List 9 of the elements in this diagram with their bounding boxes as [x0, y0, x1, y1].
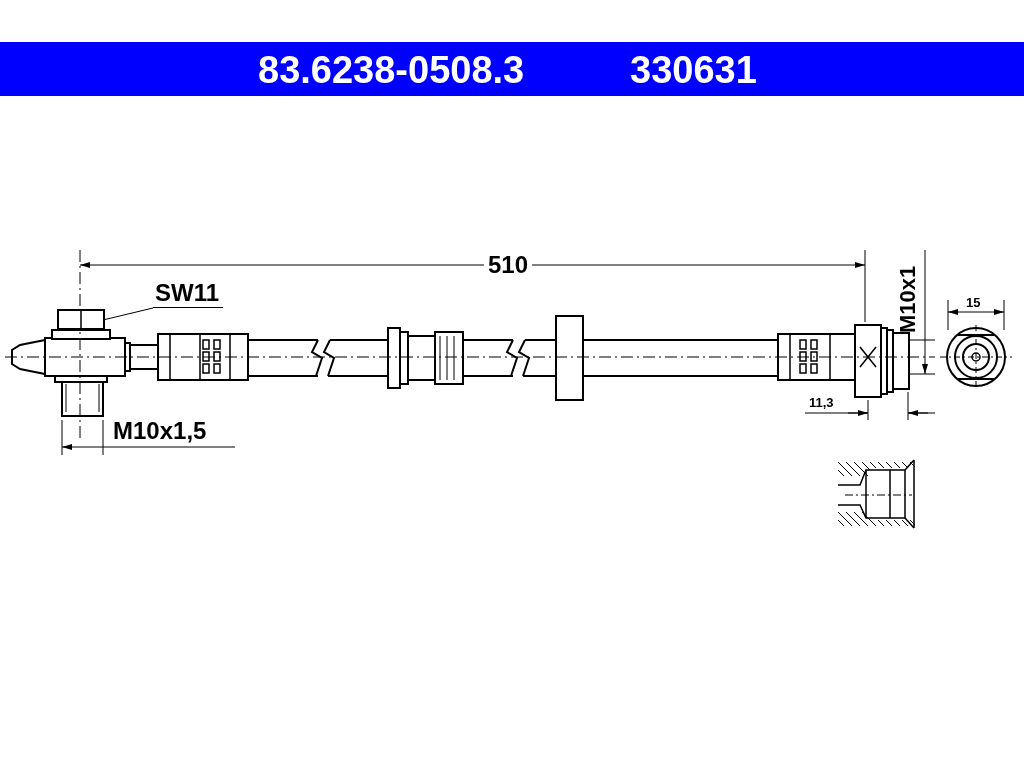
- part-number: 83.6238-0508.3: [258, 51, 525, 89]
- dimension-label: 11,3: [809, 396, 834, 409]
- thread-label: M10x1: [897, 265, 919, 333]
- hex-bolt-head: [57, 309, 105, 330]
- wrench-size-label: SW11: [153, 281, 224, 308]
- thread-label: M10x1,5: [113, 419, 207, 443]
- dimension-label: 15: [966, 296, 981, 309]
- part-number: 330631: [630, 51, 757, 89]
- leader-line: [104, 307, 154, 320]
